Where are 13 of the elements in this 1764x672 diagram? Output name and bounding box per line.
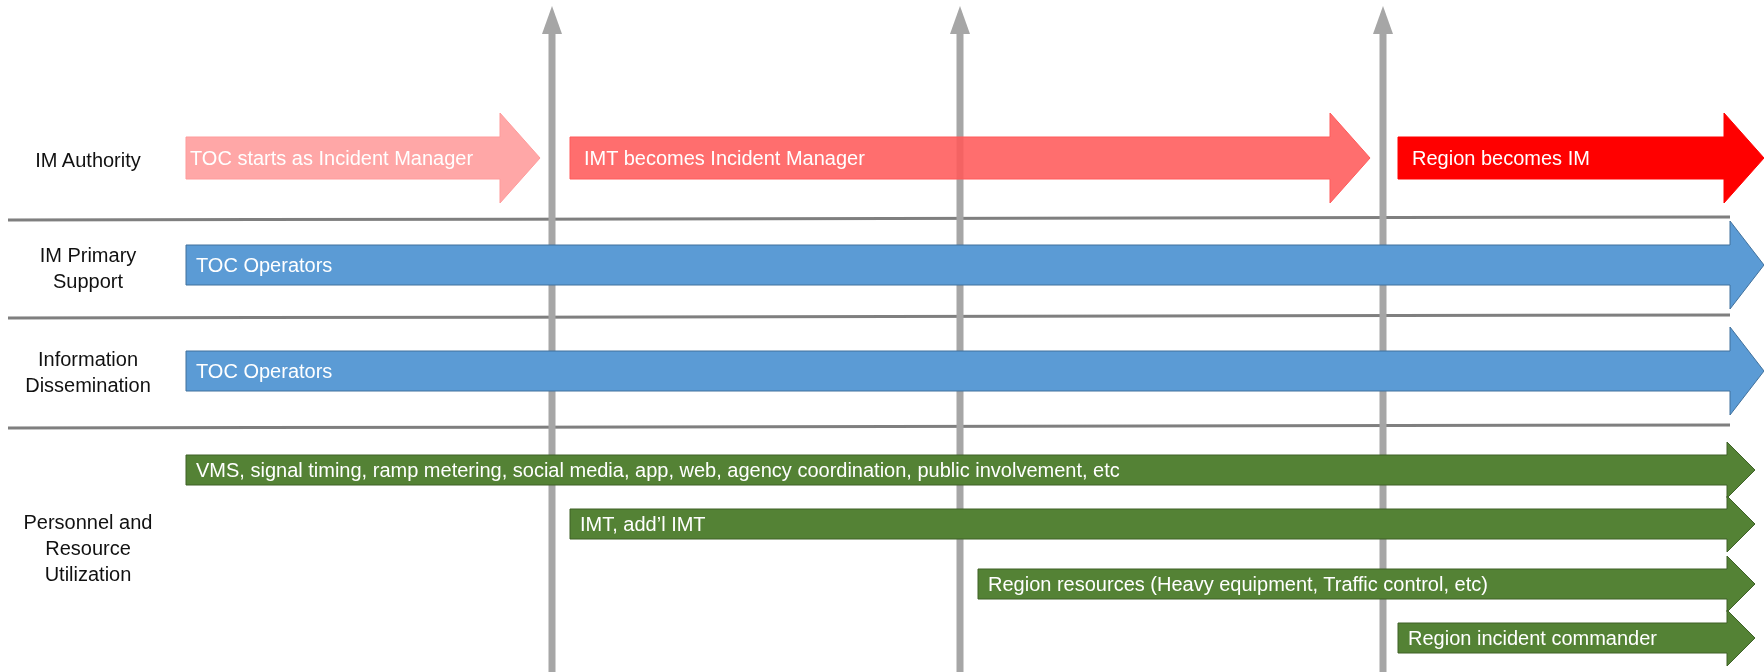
- lane-label: IM Authority: [34, 148, 142, 173]
- lane-label: Information Dissemination: [24, 347, 152, 398]
- activity-bar: TOC Operators: [186, 221, 1764, 309]
- activity-bar: IMT becomes Incident Manager: [570, 113, 1370, 203]
- activity-bar: IMT, add’l IMT: [570, 496, 1755, 552]
- activity-bar: Region incident commander: [1398, 610, 1755, 666]
- activity-bar: Region becomes IM: [1398, 113, 1764, 203]
- activity-bar: Region resources (Heavy equipment, Traffic control, etc): [978, 556, 1755, 612]
- activity-bar: VMS, signal timing, ramp metering, social media, app, web, agency coordination, public involvement, etc: [186, 442, 1755, 498]
- activity-bar: TOC Operators: [186, 327, 1764, 415]
- lane-label: IM Primary Support: [38, 243, 138, 294]
- lane-label: Personnel and Resource Utilization: [22, 510, 154, 587]
- activity-bar: TOC starts as Incident Manager: [186, 113, 540, 203]
